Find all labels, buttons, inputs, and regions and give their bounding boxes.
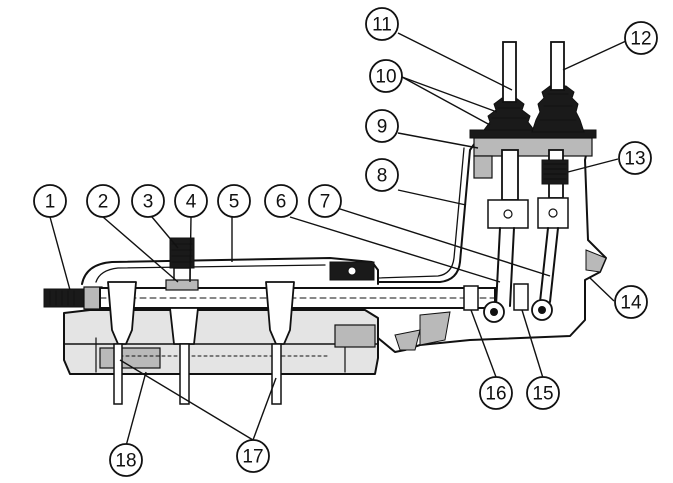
callout-1-number: 1 [45,192,56,213]
callout-11: 11 [365,7,399,41]
callout-13: 13 [618,141,652,175]
callout-9-number: 9 [377,117,388,138]
callout-1-circle [33,184,67,218]
rod-collars [463,283,529,311]
callout-9: 9 [365,109,399,143]
callout-6: 6 [264,184,298,218]
callout-1: 1 [33,184,67,218]
callout-2-number: 2 [98,192,109,213]
callout-11-number: 11 [372,15,392,36]
tower-top-plate [469,129,597,179]
callout-3-number: 3 [143,192,154,213]
callout-4-circle [174,184,208,218]
callout-3-circle [131,184,165,218]
callout-17: 17 [236,439,270,473]
callout-9-circle [365,109,399,143]
callout-12: 12 [624,21,658,55]
callout-7-number: 7 [320,192,331,213]
callout-14-number: 14 [620,293,642,314]
callout-11-circle [365,7,399,41]
callout-14: 14 [614,285,648,319]
callout-8-circle [365,158,399,192]
callout-6-circle [264,184,298,218]
selector-rod [99,287,496,309]
callout-17-number: 17 [242,447,263,468]
callout-18-number: 18 [115,451,136,472]
callout-16-number: 16 [485,384,506,405]
shift-forks [107,281,295,405]
callout-3: 3 [131,184,165,218]
callout-10: 10 [369,59,403,93]
callout-5-number: 5 [229,192,240,213]
callout-labels: 1 2 3 4 5 6 7 8 [33,7,658,477]
callout-12-number: 12 [630,29,651,50]
right-boot [531,85,585,133]
callout-15-number: 15 [532,384,553,405]
callout-5-circle [217,184,251,218]
callout-15: 15 [526,376,560,410]
callout-13-circle [618,141,652,175]
callout-15-circle [526,376,560,410]
callout-5: 5 [217,184,251,218]
mechanism-drawing [43,41,607,405]
callout-18-circle [109,443,143,477]
linkage-rods [483,227,559,323]
callout-12-circle [624,21,658,55]
upper-cover [81,257,379,285]
selector-posts [165,237,199,291]
callout-8: 8 [365,158,399,192]
callout-4: 4 [174,184,208,218]
callout-8-number: 8 [377,166,388,187]
return-spring [541,159,569,185]
callout-4-number: 4 [186,192,197,213]
end-nut [43,286,103,310]
clevis-joints [487,197,569,229]
callout-10-number: 10 [375,67,396,88]
callout-18: 18 [109,443,143,477]
callout-7-circle [308,184,342,218]
callout-17-circle [236,439,270,473]
callout-2-circle [86,184,120,218]
lower-housing [63,309,379,375]
callout-7: 7 [308,184,342,218]
callout-13-number: 13 [624,149,645,170]
callout-14-circle [614,285,648,319]
leader-lines [49,32,627,447]
callout-6-number: 6 [276,192,287,213]
callout-10-circle [369,59,403,93]
callout-16: 16 [479,376,513,410]
callout-2: 2 [86,184,120,218]
callout-16-circle [479,376,513,410]
